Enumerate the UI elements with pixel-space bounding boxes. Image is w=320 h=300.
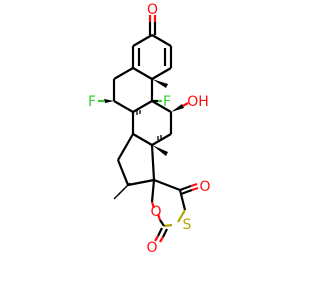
molecule-structure: O F F OH O O S O (88, 2, 211, 256)
fluorine-bonds (98, 99, 162, 103)
stereo-hashes (136, 109, 162, 141)
lactone-oxygen-top-label: O (199, 179, 210, 195)
lactone-carbonyl-top (179, 182, 199, 196)
ring-d-bonds (116, 133, 156, 187)
sulfur-label: S (183, 217, 192, 233)
ketone-oxygen-label: O (147, 2, 158, 18)
carbonyl-bottom (154, 227, 168, 243)
fluorine-ring-label: F (163, 94, 171, 110)
carbonyl-bottom-oxygen-label: O (146, 240, 157, 256)
ring-oxygen-label: O (150, 204, 161, 220)
methyl-c16-hash (113, 182, 131, 200)
f-left-wedge (104, 99, 114, 103)
methyl-bonds (113, 79, 168, 200)
methyl-c13-wedge (152, 145, 168, 156)
hydroxyl-label: OH (187, 94, 209, 110)
methyl-c10-wedge (152, 79, 168, 88)
ketone-double-bond (148, 15, 157, 35)
fluorine-left-label: F (88, 94, 96, 110)
ring-b-bonds (112, 67, 154, 113)
hydroxyl-bond (171, 102, 189, 112)
ring-a-bonds (131, 34, 173, 80)
lactone-ring-bonds (150, 178, 187, 228)
